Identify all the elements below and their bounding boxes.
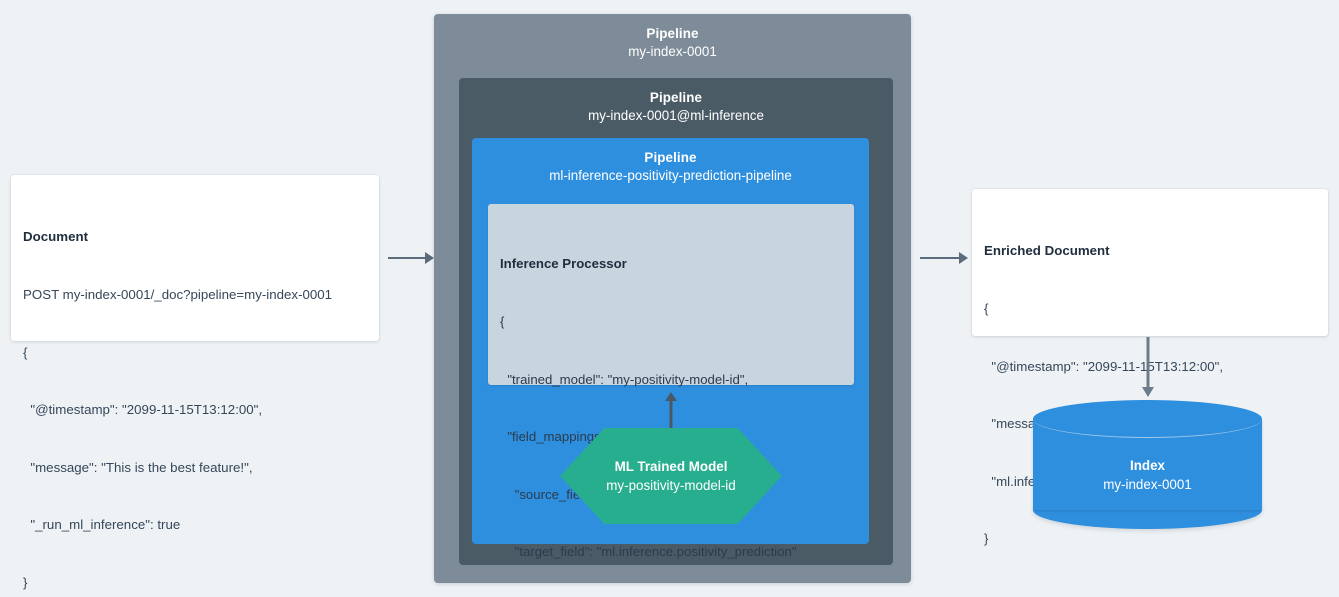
pipeline-inner-header: Pipeline ml-inference-positivity-predict… [472,138,869,185]
ml-trained-model-node: ML Trained Model my-positivity-model-id [560,428,782,524]
pipeline-mid-header: Pipeline my-index-0001@ml-inference [459,78,893,125]
index-label: Index [1130,457,1165,473]
document-line-2: "@timestamp": "2099-11-15T13:12:00", [23,402,263,418]
processor-line-4: "target_field": "ml.inference.positivity… [500,544,797,560]
pipeline-outer-header: Pipeline my-index-0001 [434,14,911,61]
inference-processor-title: Inference Processor [500,256,627,272]
pipeline-inner-name: ml-inference-positivity-prediction-pipel… [549,168,792,183]
hexagon-shape [560,428,782,524]
document-body: Document POST my-index-0001/_doc?pipelin… [11,175,379,597]
enriched-line-4: } [984,531,989,547]
index-name: my-index-0001 [1103,476,1192,492]
document-card: Document POST my-index-0001/_doc?pipelin… [11,175,379,590]
document-line-0: POST my-index-0001/_doc?pipeline=my-inde… [23,287,333,303]
cylinder-top-ellipse [1033,400,1262,438]
pipeline-outer-label: Pipeline [646,26,699,41]
index-cylinder: Index my-index-0001 [1033,400,1262,529]
document-line-4: "_run_ml_inference": true [23,517,181,533]
enriched-document-card: Enriched Document { "@timestamp": "2099-… [972,189,1328,546]
ml-trained-model-name: my-positivity-model-id [606,478,736,493]
ml-trained-model-label: ML Trained Model [614,459,728,474]
ml-trained-model-label-group: ML Trained Model my-positivity-model-id [560,428,782,524]
arrow-document-to-pipeline [388,249,434,267]
pipeline-outer-name: my-index-0001 [628,44,717,59]
enriched-line-0: { [984,301,989,317]
arrow-model-to-processor [662,392,680,430]
document-line-5: } [23,575,28,591]
document-title: Document [23,229,89,245]
processor-line-1: "trained_model": "my-positivity-model-id… [500,371,749,387]
pipeline-mid-name: my-index-0001@ml-inference [588,108,764,123]
pipeline-inner-label: Pipeline [644,150,697,165]
document-line-1: { [23,344,28,360]
pipeline-mid-label: Pipeline [649,90,703,105]
arrow-pipeline-to-enriched [920,249,968,267]
arrow-enriched-to-index [1139,337,1157,397]
document-line-3: "message": "This is the best feature!", [23,459,253,475]
enriched-line-1: "@timestamp": "2099-11-15T13:12:00", [984,358,1224,374]
inference-processor-card: Inference Processor { "trained_model": "… [488,204,854,559]
enriched-document-title: Enriched Document [984,243,1110,259]
index-label-group: Index my-index-0001 [1033,456,1262,494]
processor-line-0: { [500,314,505,330]
